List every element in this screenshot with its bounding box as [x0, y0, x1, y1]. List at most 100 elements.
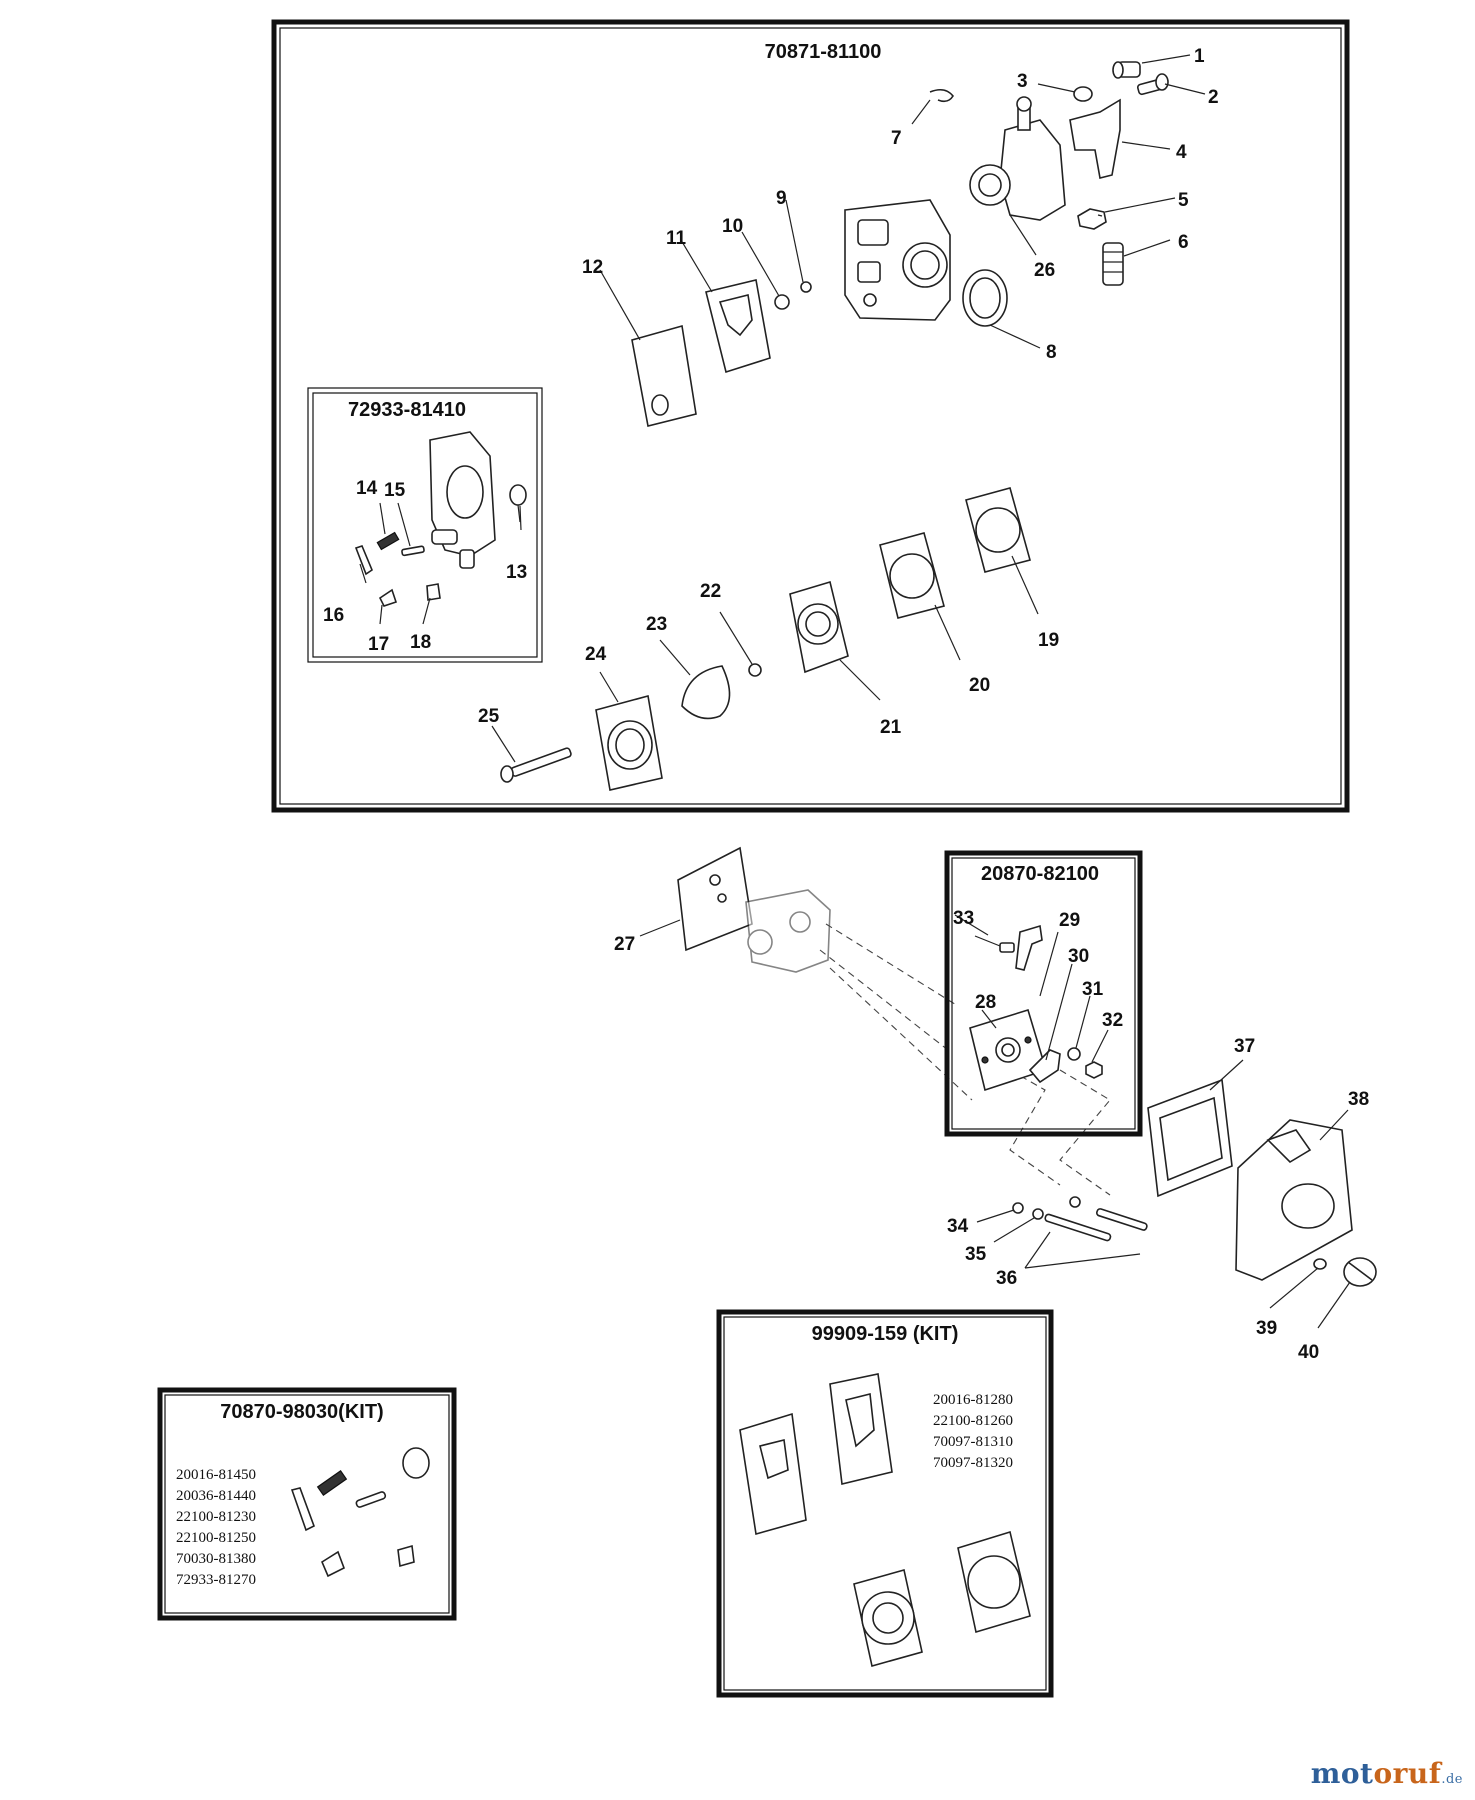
callout-33: 33	[953, 908, 974, 929]
washer-icon	[1313, 1258, 1327, 1270]
seat-icon	[426, 583, 441, 601]
callout-1: 1	[1194, 46, 1205, 67]
callout-23: 23	[646, 614, 667, 635]
main-assembly-box: 70871-81100	[271, 19, 1350, 813]
callout-11: 11	[666, 228, 687, 249]
kit-b-part-list: 20016-81280 22100-81260 70097-81310 7009…	[933, 1392, 1013, 1471]
main-box-title: 70871-81100	[765, 41, 882, 63]
primer-cover-icon	[595, 694, 663, 791]
callout-40: 40	[1298, 1342, 1319, 1363]
callout-6: 6	[1178, 232, 1189, 253]
screw-icon	[500, 747, 572, 783]
callout-36: 36	[996, 1268, 1017, 1289]
callout-14: 14	[356, 478, 378, 499]
washer-icon	[1032, 1208, 1044, 1220]
air-filter-icon	[1147, 1078, 1233, 1198]
watermark-suffix: .de	[1441, 1772, 1463, 1787]
adapter-box: 20870-82100	[944, 850, 1143, 1137]
adjusting-screw-icon	[1102, 242, 1124, 286]
callout-10: 10	[722, 216, 743, 237]
callout-27: 27	[614, 934, 635, 955]
gasket-icon	[829, 1373, 893, 1485]
pin-icon	[401, 545, 425, 557]
o-ring-icon	[402, 1447, 430, 1479]
callout-28: 28	[975, 992, 996, 1013]
callout-24: 24	[585, 644, 607, 665]
callout-37: 37	[1234, 1036, 1255, 1057]
callout-15: 15	[384, 480, 406, 501]
bolt-icon	[1096, 1208, 1148, 1231]
nut-icon	[1077, 208, 1107, 230]
seat-icon	[397, 1544, 415, 1568]
callout-25: 25	[478, 706, 500, 727]
watermark-logo: motoruf.de	[1311, 1757, 1463, 1790]
clip-icon	[929, 88, 954, 103]
knob-icon	[1343, 1257, 1377, 1287]
kit-a-part-number: 20036-81440	[176, 1488, 256, 1504]
callout-13: 13	[506, 562, 527, 583]
gasket-ring-icon	[962, 269, 1008, 327]
callout-numbers: 1 2 3 4 5 6 7 8 9 10 11 12 13 14 15 16 1…	[323, 46, 1369, 1363]
callout-7: 7	[891, 128, 902, 149]
needle-icon	[320, 1550, 346, 1578]
diaphragm-icon	[631, 324, 697, 427]
callout-32: 32	[1102, 1010, 1123, 1031]
kit-a-part-number: 22100-81250	[176, 1530, 256, 1546]
check-valve-icon	[774, 294, 790, 310]
callout-4: 4	[1176, 142, 1187, 163]
needle-icon	[378, 588, 398, 607]
callout-17: 17	[368, 634, 389, 655]
callout-22: 22	[700, 581, 721, 602]
kit-a-part-number: 70030-81380	[176, 1551, 256, 1567]
washer-icon	[1073, 86, 1093, 102]
watermark-prefix: mot	[1310, 1757, 1374, 1790]
adapter-plate-icon	[969, 1008, 1047, 1092]
spring-icon	[316, 1470, 348, 1496]
throttle-body-icon	[969, 96, 1066, 221]
callout-35: 35	[965, 1244, 987, 1265]
lever-icon	[1015, 924, 1043, 971]
screw-icon	[1136, 73, 1169, 96]
needle-lever-icon	[290, 1487, 315, 1532]
fitting-icon	[1112, 61, 1141, 79]
primer-bulb-icon	[681, 665, 731, 720]
guide-line	[1009, 1069, 1061, 1186]
kit-b-part-number: 20016-81280	[933, 1392, 1013, 1408]
kit-b-box: 99909-159 (KIT)	[716, 1309, 1054, 1698]
callout-21: 21	[880, 717, 902, 738]
adapter-box-title: 20870-82100	[981, 863, 1099, 885]
retainer-icon	[748, 663, 762, 677]
o-ring-icon	[509, 484, 527, 506]
callout-26: 26	[1034, 260, 1055, 281]
callout-20: 20	[969, 675, 990, 696]
callout-8: 8	[1046, 342, 1057, 363]
callout-2: 2	[1208, 87, 1219, 108]
pin-icon	[355, 1491, 387, 1508]
leader-lines	[359, 54, 1351, 1329]
diaphragm-icon	[853, 1569, 923, 1667]
guide-line	[829, 967, 973, 1101]
callout-38: 38	[1348, 1089, 1369, 1110]
spring-icon	[376, 531, 400, 551]
callout-30: 30	[1068, 946, 1089, 967]
kit-a-part-list: 20016-81450 20036-81440 22100-81230 2210…	[176, 1467, 256, 1588]
kit-a-title: 70870-98030(KIT)	[220, 1401, 383, 1423]
kit-a-part-number: 22100-81230	[176, 1509, 256, 1525]
callout-16: 16	[323, 605, 344, 626]
callout-12: 12	[582, 257, 603, 278]
callout-19: 19	[1038, 630, 1059, 651]
gasket-icon	[705, 279, 771, 374]
carburetor-body-icon	[844, 199, 951, 321]
kit-b-part-number: 70097-81320	[933, 1455, 1013, 1471]
kit-b-part-number: 70097-81310	[933, 1434, 1013, 1450]
washer-icon	[1069, 1196, 1081, 1208]
guide-line	[825, 923, 959, 1007]
gasket-icon	[957, 1530, 1031, 1634]
metering-box-title: 72933-81410	[348, 399, 466, 421]
pump-cover-icon	[789, 580, 849, 674]
guide-line	[819, 949, 949, 1051]
choke-plate-icon	[1028, 1049, 1061, 1084]
callout-5: 5	[1178, 190, 1189, 211]
kit-a-part-number: 20016-81450	[176, 1467, 256, 1483]
kit-b-title: 99909-159 (KIT)	[812, 1323, 959, 1345]
